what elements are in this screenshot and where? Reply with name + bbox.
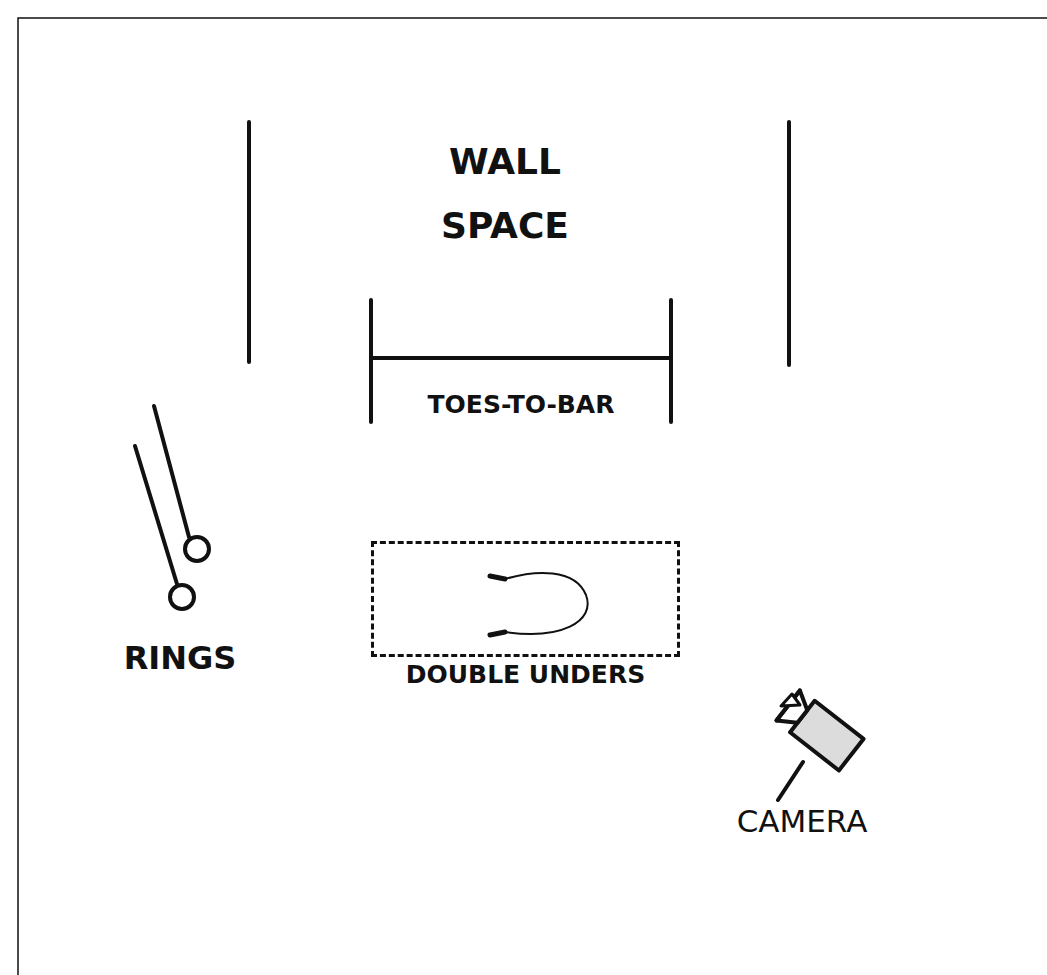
wall-space-label: WALL SPACE (420, 130, 590, 258)
camera-label: CAMERA (712, 800, 892, 842)
gymnastic-rings (135, 406, 209, 609)
camera-icon (776, 690, 864, 800)
wall-line (787, 122, 791, 365)
station-label: DOUBLE UNDERS (406, 658, 645, 692)
station-label: TOES-TO-BAR (371, 388, 671, 422)
camera-label: CAMERA (737, 800, 868, 842)
station-label: RINGS (124, 636, 237, 680)
wall-space-label: WALL SPACE (420, 130, 590, 258)
double-unders-area: DOUBLE UNDERS (371, 541, 680, 657)
pull-up-bar (371, 300, 671, 422)
wall-line (247, 122, 251, 362)
page-frame (18, 18, 1047, 975)
jump-rope (490, 573, 588, 635)
station-label: TOES-TO-BAR (428, 388, 615, 422)
station-label: RINGS (100, 636, 260, 680)
